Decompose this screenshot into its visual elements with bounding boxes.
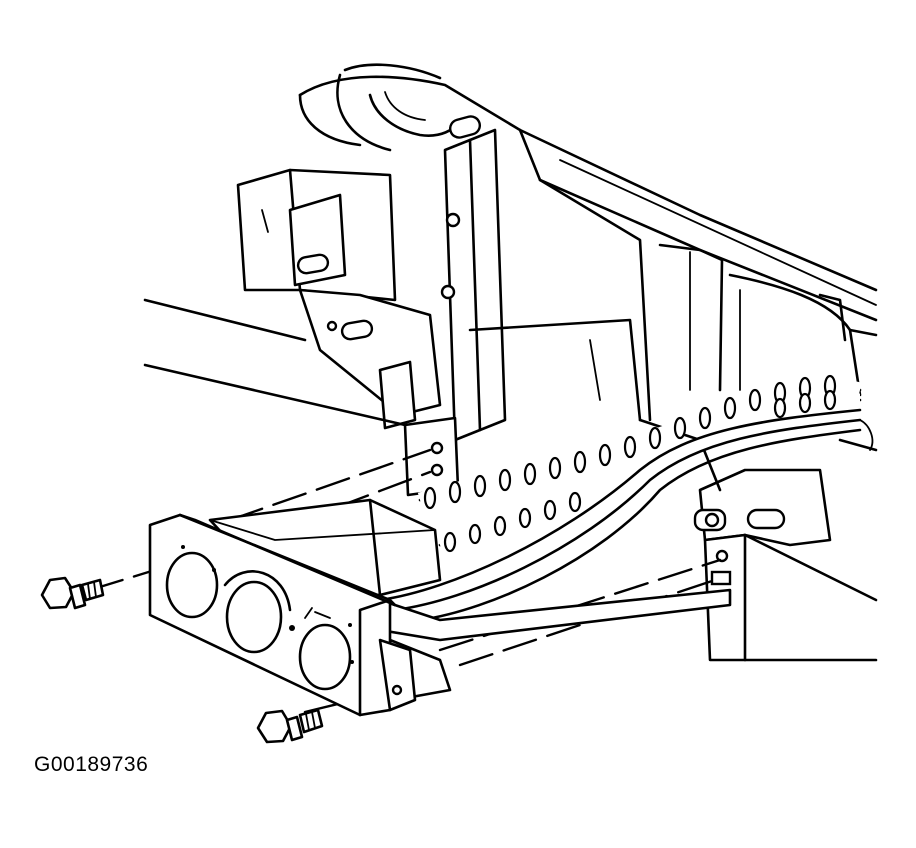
slot-hole-top [449,115,481,139]
mounting-hole-upper-right [715,549,729,563]
bolt-hole [445,212,461,228]
slot-hole-middle [340,319,374,341]
bolt-left [40,576,105,610]
bolt-hole [440,284,456,300]
mounting-hole-lower-right [710,570,732,586]
temperature-knob [298,623,352,691]
hvac-control-module [148,498,732,717]
bracket-screw-hole [391,684,403,696]
slot-hole-right-2 [746,508,786,530]
conduit-ribs [423,374,837,553]
wiring-harness [378,374,862,622]
slot-hole-left [296,253,330,275]
mounting-hole-upper-left [430,441,444,455]
blower-speed-knob [165,551,219,619]
figure-id-label: G00189736 [34,753,149,776]
mounting-hole-lower-left [430,463,444,477]
bolt-bottom [256,708,324,744]
mode-selector-knob [225,580,283,654]
dash-frame-structure [143,63,878,497]
